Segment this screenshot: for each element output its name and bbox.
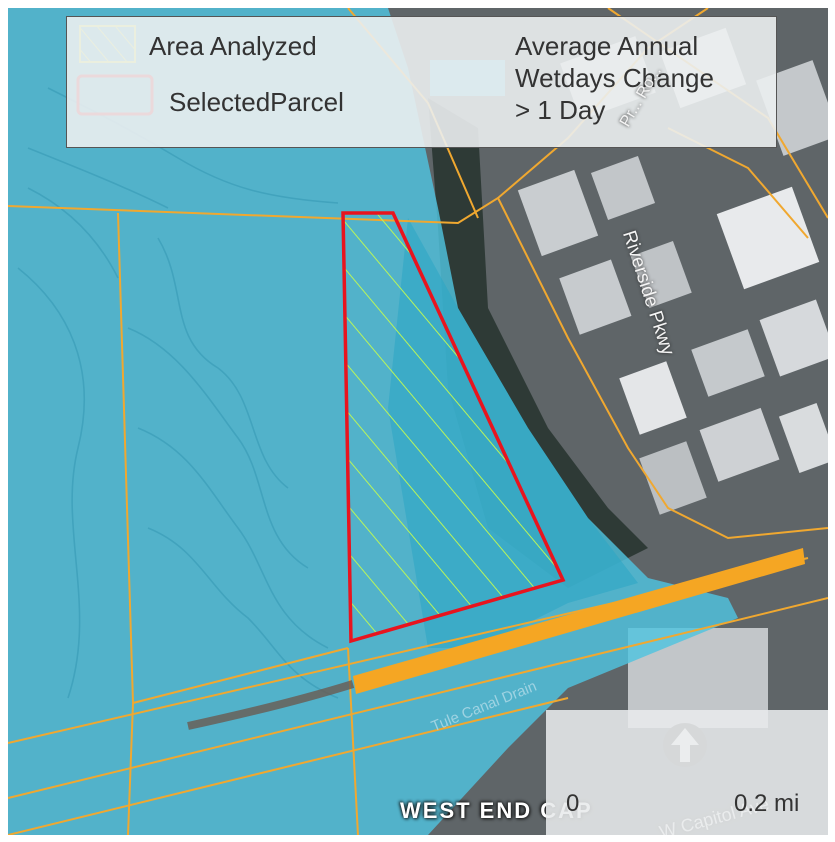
legend-area-analyzed-swatch	[79, 25, 136, 63]
map-view[interactable]: Area Analyzed SelectedParcel Average Ann…	[8, 8, 828, 835]
urban-block-9	[699, 407, 780, 482]
selected-parcel-outline[interactable]	[341, 211, 566, 644]
urban-block-7	[619, 361, 687, 435]
legend-wetdays-swatch	[430, 60, 505, 96]
urban-block-1	[517, 169, 599, 257]
north-arrow-icon	[663, 723, 707, 767]
urban-block-11	[778, 402, 828, 474]
area-analyzed-hatch	[343, 213, 563, 641]
urban-block-2	[590, 155, 656, 221]
urban-block-4	[559, 259, 632, 335]
scale-bar-end: 0.2 mi	[734, 790, 800, 817]
scale-bar-start: 0	[566, 790, 580, 817]
highway-strip	[353, 548, 805, 694]
urban-block-3	[716, 186, 820, 290]
urban-block-10	[639, 441, 707, 515]
tule-canal-drain-line	[187, 680, 355, 730]
urban-block-6	[759, 299, 828, 377]
west-end-cap-label: WEST END CAP	[400, 798, 593, 823]
map-canvas	[8, 8, 828, 835]
urban-block-5	[630, 240, 692, 309]
urban-block-8	[691, 329, 765, 397]
